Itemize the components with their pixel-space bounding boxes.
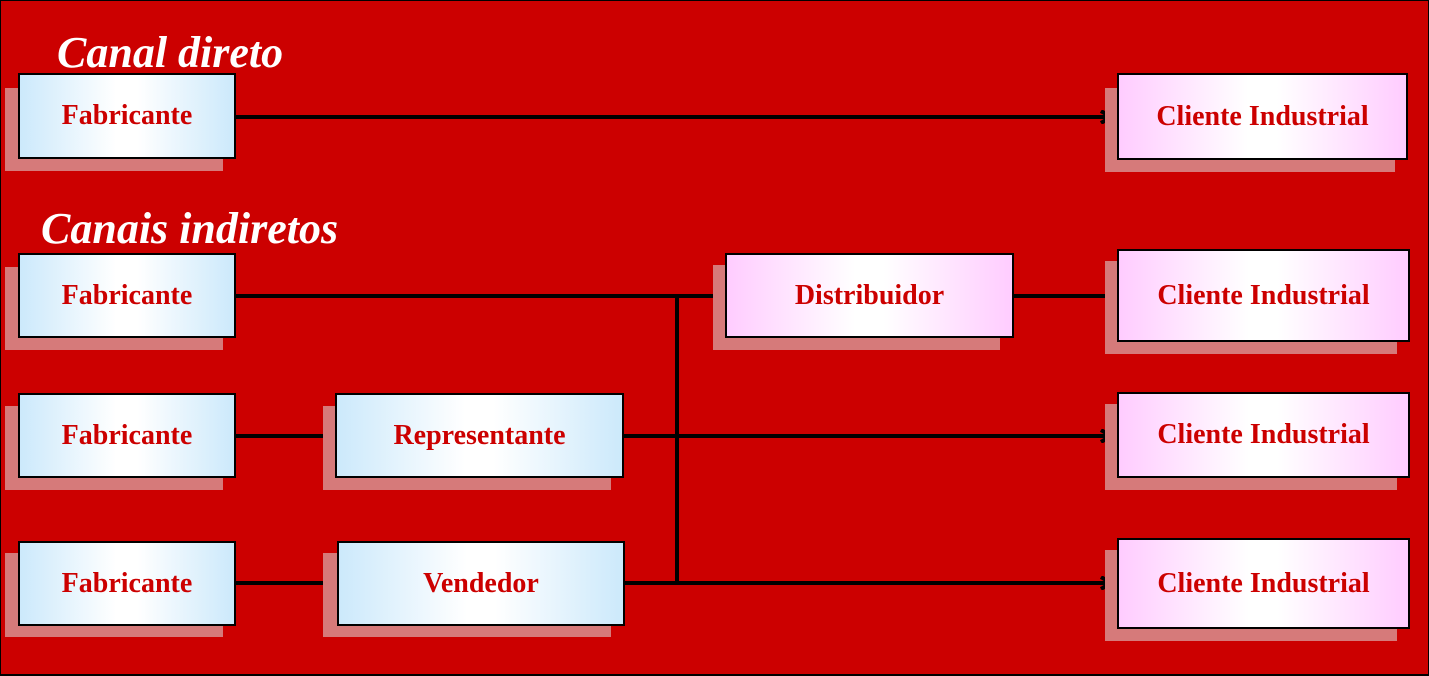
node-fabricante-3: Fabricante — [18, 393, 236, 478]
node-cliente-industrial-2: Cliente Industrial — [1117, 249, 1410, 342]
node-cliente-industrial-3: Cliente Industrial — [1117, 392, 1410, 478]
node-fabricante-4: Fabricante — [18, 541, 236, 626]
title-indirect-channels: Canais indiretos — [41, 204, 339, 253]
node-fabricante-direct: Fabricante — [18, 73, 236, 159]
node-cliente-industrial-direct: Cliente Industrial — [1117, 73, 1408, 160]
title-direct-channel: Canal direto — [57, 28, 284, 77]
node-distribuidor: Distribuidor — [725, 253, 1014, 338]
node-vendedor: Vendedor — [337, 541, 625, 626]
node-fabricante-2: Fabricante — [18, 253, 236, 338]
node-representante: Representante — [335, 393, 624, 478]
node-cliente-industrial-4: Cliente Industrial — [1117, 538, 1410, 629]
